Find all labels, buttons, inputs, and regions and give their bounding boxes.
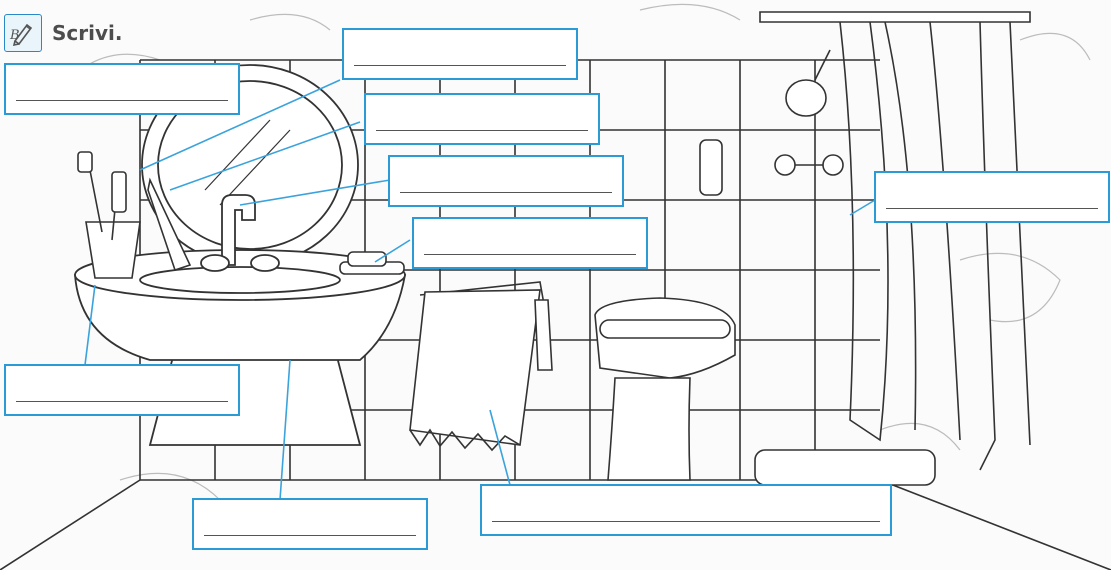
towel (410, 282, 552, 450)
label-box-toothbrush[interactable] (4, 63, 240, 115)
writing-line (400, 192, 612, 193)
writing-line (16, 401, 228, 402)
writing-line (424, 254, 636, 255)
label-box-shower-curtain[interactable] (874, 171, 1110, 223)
label-box-sink[interactable] (192, 498, 428, 550)
writing-line (886, 208, 1098, 209)
label-box-glass[interactable] (4, 364, 240, 416)
shower (700, 12, 1030, 485)
writing-line (204, 535, 416, 536)
label-box-comb[interactable] (364, 93, 600, 145)
writing-line (492, 521, 880, 522)
writing-line (376, 130, 588, 131)
label-box-mirror[interactable] (342, 28, 578, 80)
label-box-soap[interactable] (412, 217, 648, 269)
label-box-tap[interactable] (388, 155, 624, 207)
writing-line (354, 65, 566, 66)
toilet (595, 298, 735, 480)
soap-dish (340, 252, 404, 274)
label-box-towel[interactable] (480, 484, 892, 536)
writing-line (16, 100, 228, 101)
